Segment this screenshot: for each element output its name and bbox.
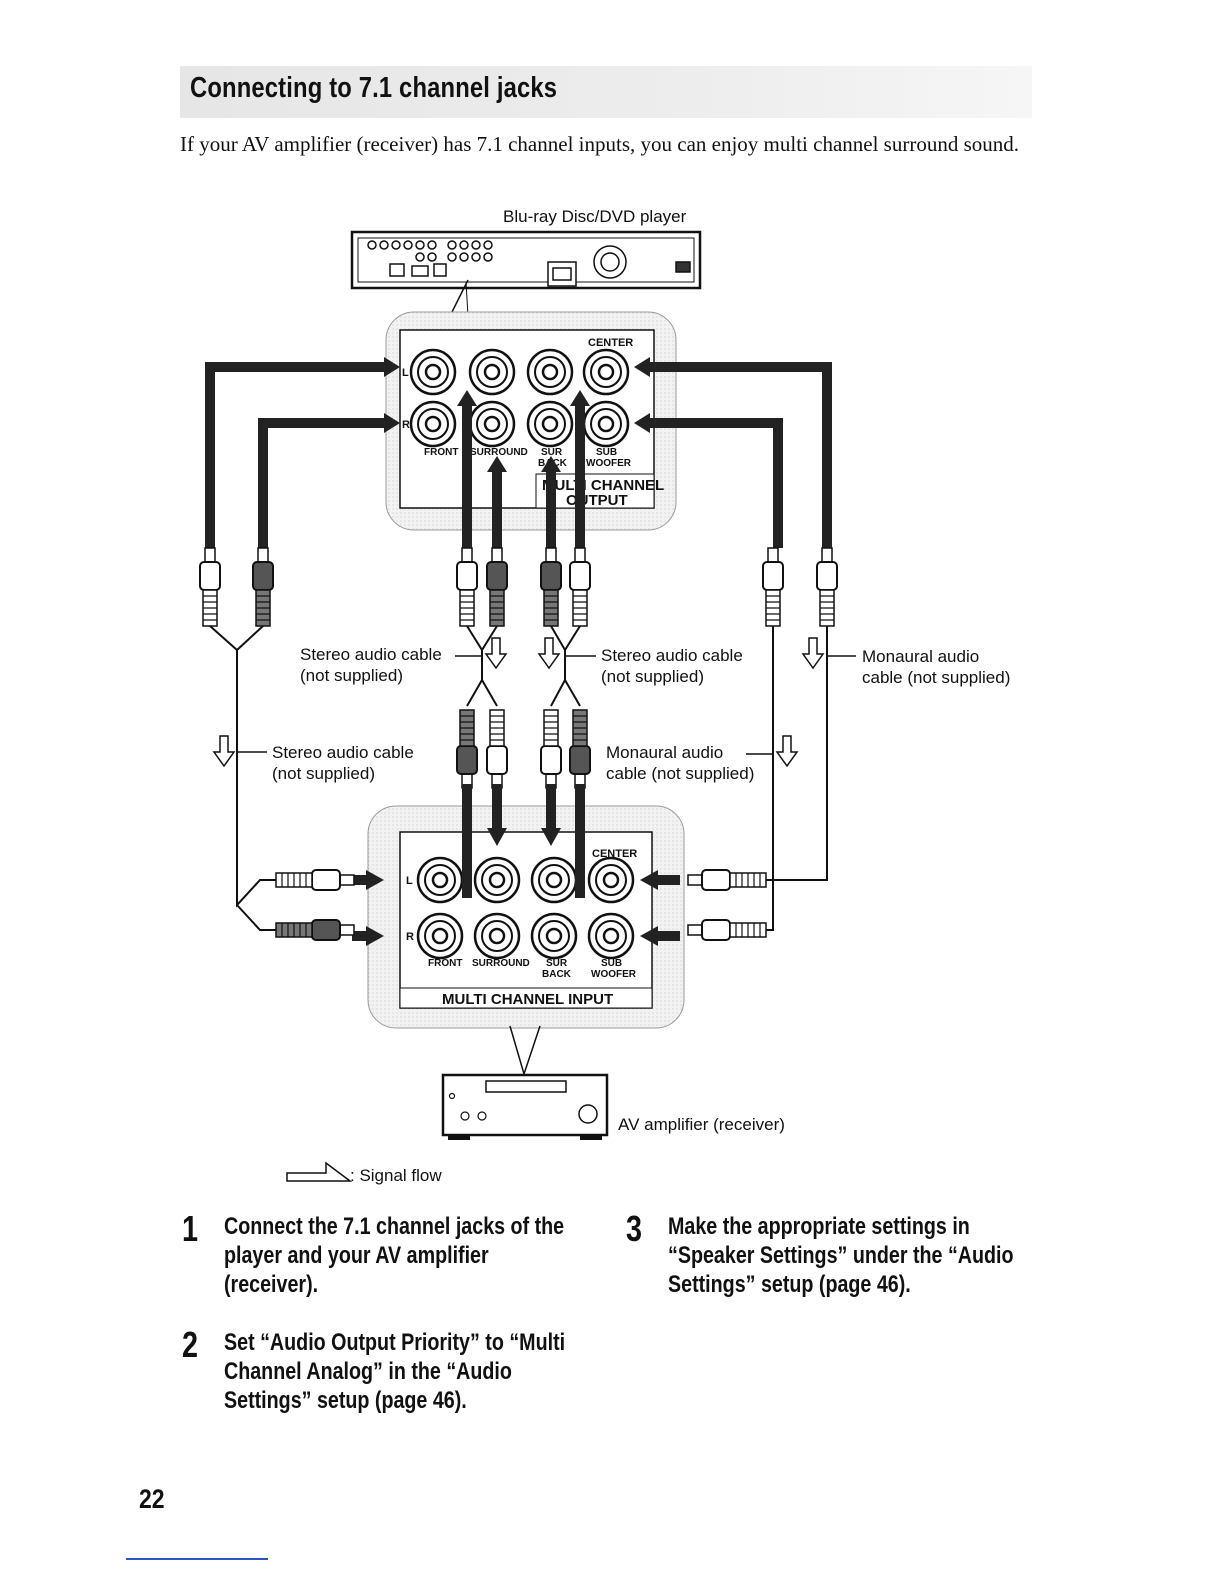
cable-label-mono-center-note: cable (not supplied) xyxy=(606,764,754,783)
in-center-label: CENTER xyxy=(592,848,637,860)
in-title: MULTI CHANNEL INPUT xyxy=(442,991,613,1008)
page-number: 22 xyxy=(139,1484,165,1514)
flow-arrow-icon xyxy=(538,637,560,669)
out-front-label: FRONT xyxy=(424,447,458,458)
step-number: 1 xyxy=(182,1208,199,1249)
in-sub-woofer-label-1: SUB xyxy=(601,958,622,969)
step-text: Set “Audio Output Priority” to “Multi Ch… xyxy=(224,1329,566,1414)
cable-label-mono-center: Monaural audio xyxy=(606,743,723,762)
flow-arrow-icon xyxy=(485,637,507,669)
player-label: Blu-ray Disc/DVD player xyxy=(503,207,687,226)
out-sub-woofer-label-1: SUB xyxy=(596,447,617,458)
amplifier-label: AV amplifier (receiver) xyxy=(618,1115,785,1134)
section-heading: Connecting to 7.1 channel jacks xyxy=(190,72,558,104)
in-sur-back-label-2: BACK xyxy=(542,969,572,980)
step-number: 2 xyxy=(182,1324,199,1365)
intro-paragraph: If your AV amplifier (receiver) has 7.1 … xyxy=(180,132,1020,156)
bluray-player-icon xyxy=(350,230,702,290)
output-cables xyxy=(205,362,832,548)
heading-bar xyxy=(180,66,1032,118)
steps-right-column: 3 Make the appropriate settings in “Spea… xyxy=(626,1208,1086,1328)
step-text: Connect the 7.1 channel jacks of the pla… xyxy=(224,1213,565,1298)
step-1: 1 Connect the 7.1 channel jacks of the p… xyxy=(182,1208,642,1312)
cable-label-stereo-center-left: Stereo audio cable xyxy=(300,645,442,664)
flow-arrow-icon xyxy=(776,735,798,767)
input-arrowheads xyxy=(366,828,658,946)
in-front-label: FRONT xyxy=(428,958,462,969)
in-row-l-label: L xyxy=(406,875,413,887)
input-cables xyxy=(462,784,585,898)
flow-arrow-icon xyxy=(213,735,235,767)
cable-label-stereo-left-note: (not supplied) xyxy=(272,764,375,783)
in-sub-woofer-label-2: WOOFER xyxy=(591,969,637,980)
step-text: Make the appropriate settings in “Speake… xyxy=(668,1213,1014,1298)
footer-rule xyxy=(126,1558,268,1560)
out-sur-back-label-1: SUR xyxy=(541,447,563,458)
in-surround-label: SURROUND xyxy=(472,958,530,969)
in-row-r-label: R xyxy=(406,931,414,943)
av-amplifier-icon xyxy=(441,1073,609,1140)
cable-label-stereo-center-left-note: (not supplied) xyxy=(300,666,403,685)
cable-label-stereo-center-right-note: (not supplied) xyxy=(601,667,704,686)
out-sub-woofer-label-2: WOOFER xyxy=(586,458,632,469)
signal-flow-icon xyxy=(286,1161,353,1182)
cable-label-mono-right-note: cable (not supplied) xyxy=(862,668,1010,687)
cable-label-stereo-left: Stereo audio cable xyxy=(272,743,414,762)
out-row-l-label: L xyxy=(402,367,409,379)
multi-channel-input-panel: CENTER L R FRONT SURROUND SUR BACK SUB W… xyxy=(367,805,685,1029)
output-arrowheads xyxy=(384,357,650,472)
signal-flow-legend: : Signal flow xyxy=(350,1166,442,1185)
cable-label-mono-right: Monaural audio xyxy=(862,647,979,666)
steps-left-column: 1 Connect the 7.1 channel jacks of the p… xyxy=(182,1208,642,1444)
step-3: 3 Make the appropriate settings in “Spea… xyxy=(626,1208,1086,1312)
step-2: 2 Set “Audio Output Priority” to “Multi … xyxy=(182,1324,642,1428)
out-row-r-label: R xyxy=(402,419,410,431)
step-number: 3 xyxy=(626,1208,643,1249)
connection-diagram: Blu-ray Disc/DVD player CENTER L R FRONT… xyxy=(199,207,1010,1185)
cable-label-stereo-center-right: Stereo audio cable xyxy=(601,646,743,665)
out-surround-label: SURROUND xyxy=(470,447,528,458)
in-sur-back-label-1: SUR xyxy=(546,958,568,969)
out-title-1: MULTI CHANNEL xyxy=(542,477,664,494)
multi-channel-output-panel: CENTER L R FRONT SURROUND SUR BACK SUB W… xyxy=(385,311,677,531)
flow-arrow-icon xyxy=(802,637,824,669)
out-center-label: CENTER xyxy=(588,337,633,349)
